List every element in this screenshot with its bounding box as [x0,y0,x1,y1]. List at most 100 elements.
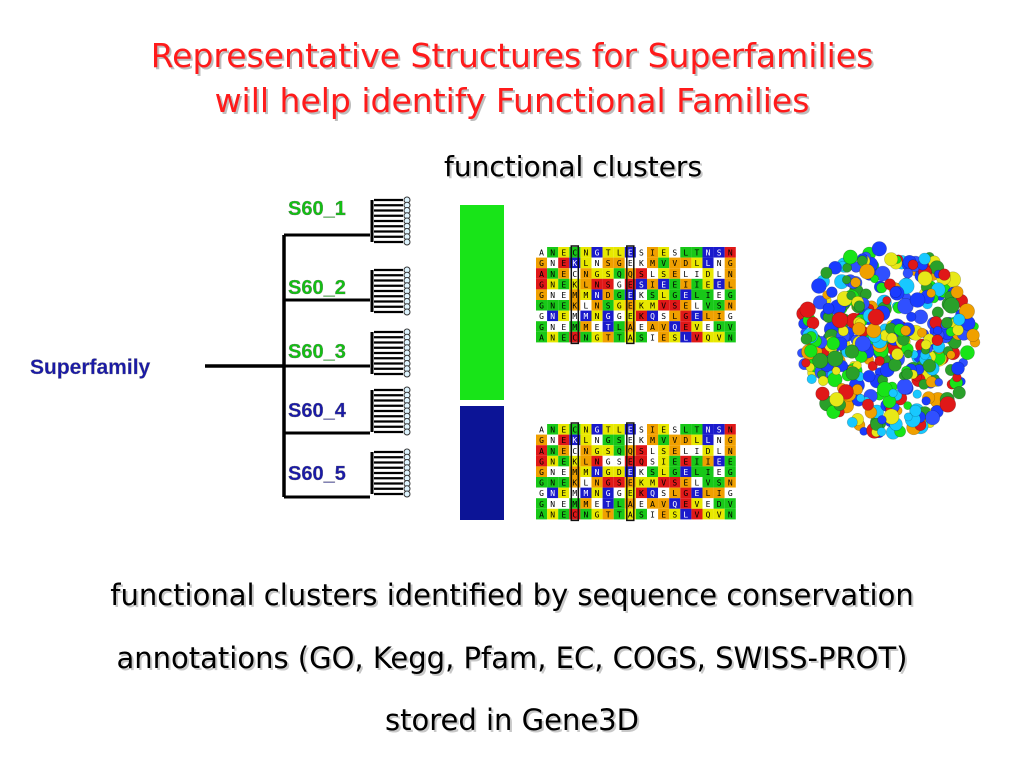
alignment-cell [713,268,725,279]
protein-atom [829,392,844,407]
alignment-cell [624,310,636,322]
alignment-residue: E [561,457,566,466]
alignment-residue: K [639,468,644,477]
alignment-residue: S [606,280,611,289]
alignment-cell [580,278,592,290]
alignment-cell [602,477,614,488]
alignment-residue: V [661,302,666,311]
alignment-residue: E [628,479,633,488]
alignment-residue: L [683,510,688,519]
alignment-residue: E [728,457,733,466]
alignment-cell [658,310,670,322]
alignment-residue: S [606,302,611,311]
alignment-cell [724,508,736,520]
alignment-cell [536,278,548,290]
protein-atom [876,427,887,437]
alignment-cell [591,310,603,322]
alignment-cell [635,424,647,435]
alignment-residue: E [561,323,566,332]
alignment-cell [702,247,714,258]
alignment-cell [591,300,603,311]
superfamily-label: Superfamily [30,356,151,379]
alignment-cell [536,455,548,467]
protein-atom [843,249,858,265]
alignment-cell [558,289,570,300]
alignment-cell [702,434,714,446]
alignment-cell [691,247,703,258]
protein-atom [861,398,874,411]
alignment-residue: E [561,500,566,509]
alignment-residue: V [717,510,722,519]
caption-line-1: functional clusters identified by sequen… [110,578,914,612]
alignment-cell [680,445,692,456]
alignment-residue: T [606,426,611,435]
alignment-cell [724,300,736,311]
alignment-residue: N [550,447,555,456]
alignment-residue: Q [628,447,633,456]
alignment-cell [724,268,736,279]
alignment-cell [536,257,548,269]
alignment-residue: E [683,468,688,477]
alignment-residue: A [539,333,544,342]
alignment-residue: E [661,426,666,435]
alignment-cell [669,434,681,446]
alignment-residue: S [672,249,677,258]
alignment-cell [647,268,659,279]
protein-atom [917,270,933,286]
alignment-residue: K [639,259,644,268]
alignment-cell [602,310,614,322]
protein-atom [804,344,818,358]
alignment-residue: M [572,500,577,509]
alignment-cell [558,445,570,456]
alignment-cell [669,487,681,499]
alignment-residue: M [650,436,655,445]
alignment-cell [591,268,603,279]
alignment-residue: N [550,510,555,519]
alignment-cell [680,310,692,322]
alignment-cell [591,498,603,509]
alignment-residue: M [572,323,577,332]
alignment-residue: E [672,457,677,466]
alignment-cell [536,424,548,435]
alignment-residue: Q [617,447,622,456]
green-functional-cluster [460,205,504,400]
alignment-residue: G [595,510,600,519]
cluster-label: S60_1 [288,198,346,220]
alignment-residue: S [650,291,655,300]
protein-atom [867,360,878,371]
alignment-cell [724,498,736,509]
alignment-residue: I [695,270,700,279]
alignment-cell [647,445,659,456]
protein-atom [925,410,941,426]
alignment-cell [680,466,692,477]
alignment-cell [635,278,647,290]
alignment-residue: L [584,457,589,466]
protein-atom [806,316,820,330]
alignment-residue: M [650,302,655,311]
alignment-cell [536,268,548,279]
protein-atom [952,313,966,326]
alignment-residue: G [672,468,677,477]
alignment-cell [724,257,736,269]
alignment-cell [713,257,725,269]
alignment-cell [536,498,548,509]
alignment-residue: N [584,447,589,456]
alignment-residue: S [617,457,622,466]
alignment-residue: N [706,426,711,435]
alignment-residue: S [639,510,644,519]
alignment-cell [658,257,670,269]
alignment-residue: E [561,270,566,279]
alignment-residue: G [728,489,733,498]
alignment-residue: N [595,489,600,498]
alignment-residue: N [584,270,589,279]
alignment-cell [658,487,670,499]
alignment-residue: V [661,500,666,509]
alignment-residue: C [572,447,577,456]
alignment-cell [624,278,636,290]
protein-atom [917,327,928,338]
alignment-cell [680,455,692,467]
alignment-residue: S [617,479,622,488]
alignment-cell [624,434,636,446]
alignment-residue: A [650,323,655,332]
